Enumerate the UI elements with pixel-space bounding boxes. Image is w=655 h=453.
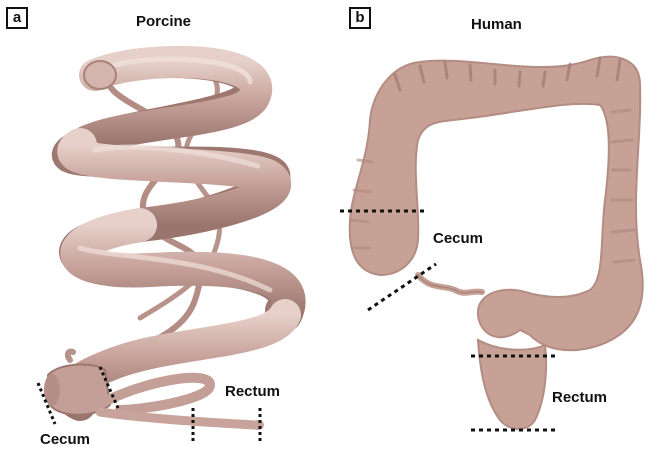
porcine-rectum (100, 412, 255, 425)
human-rectum-label: Rectum (552, 389, 607, 406)
porcine-coil-2 (74, 145, 274, 225)
human-colon (340, 57, 643, 430)
porcine-coil-3 (77, 225, 288, 315)
porcine-lower-loop (108, 378, 210, 410)
porcine-coil-end (84, 61, 116, 89)
panel-b-title: Human (471, 16, 522, 33)
human-rectum (478, 340, 546, 429)
panel-b-label: b (349, 7, 371, 29)
porcine-rectum-label: Rectum (225, 383, 280, 400)
human-colon-body (350, 57, 643, 350)
human-cecum-label: Cecum (433, 230, 483, 247)
panel-a-title: Porcine (136, 13, 191, 30)
porcine-cecum-label: Cecum (40, 431, 90, 448)
panel-a-label: a (6, 7, 28, 29)
